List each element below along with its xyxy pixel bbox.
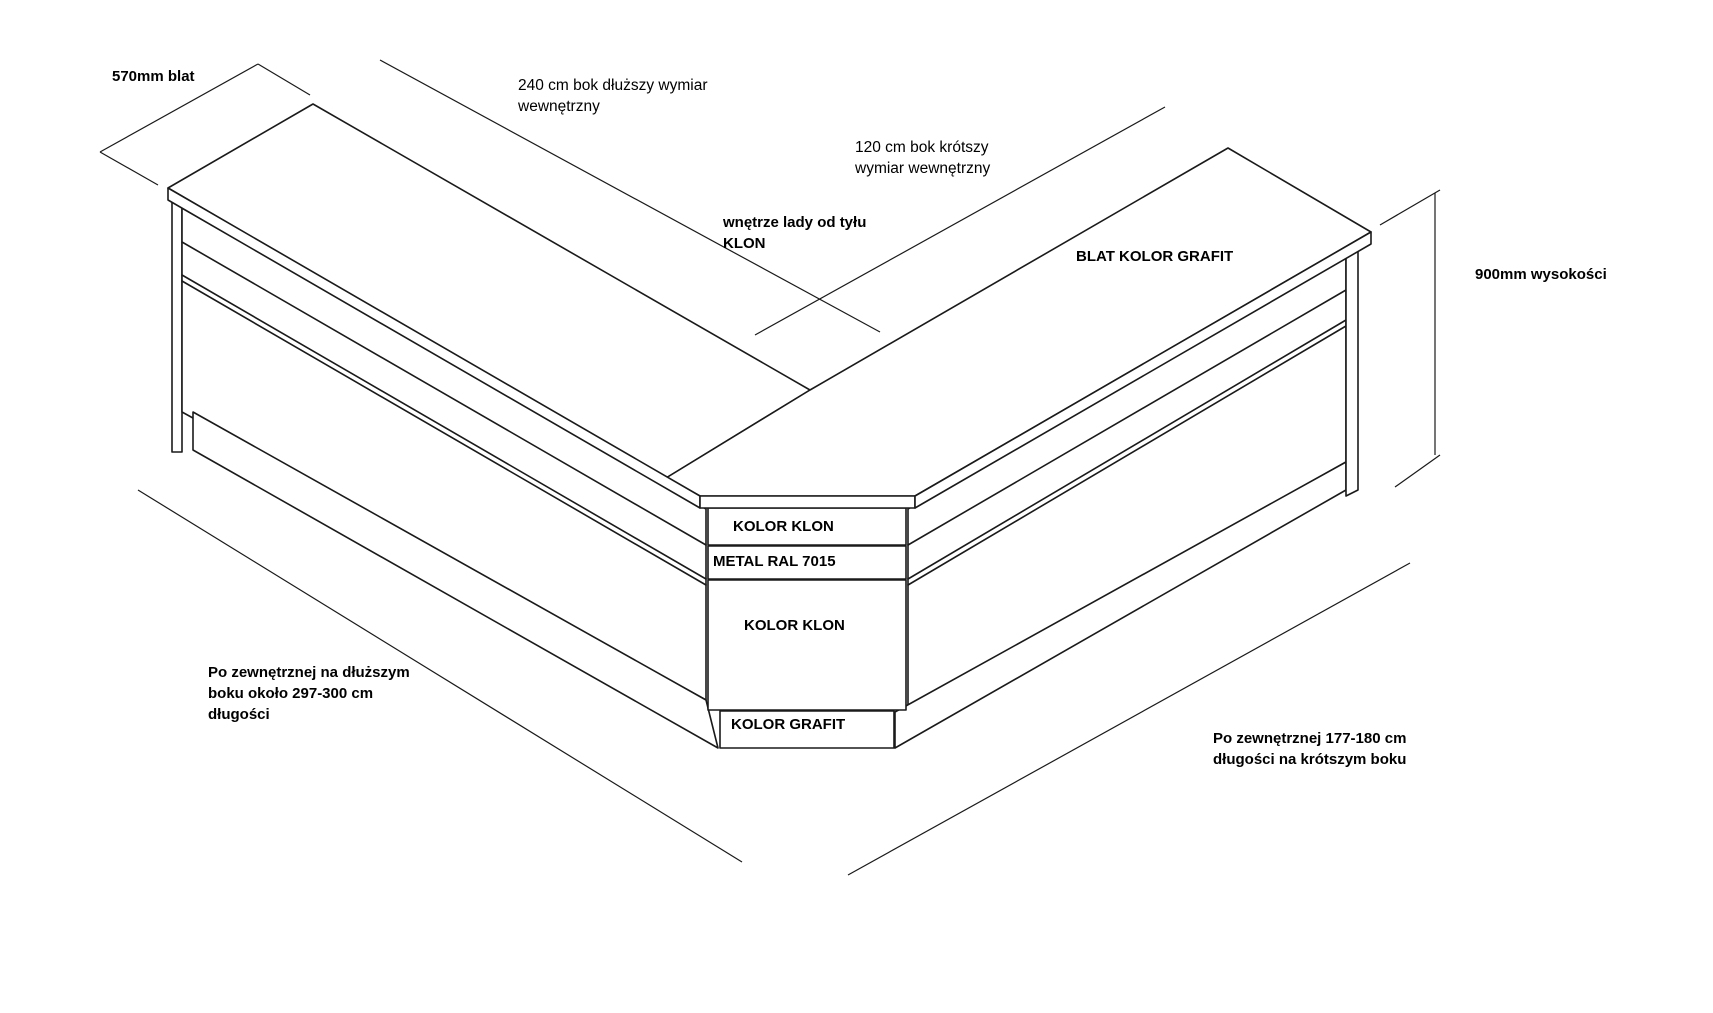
short-side-metal-strip-bottom	[907, 325, 1347, 586]
short-inner-dimension-line	[754, 106, 1166, 336]
long-inner-dimension-line	[379, 59, 881, 333]
left-side-end-panel	[171, 199, 183, 453]
front-metal-strip-label: METAL RAL 7015	[713, 553, 836, 570]
height-label: 900mm wysokości	[1475, 266, 1607, 283]
back-interior-line1: wnętrze lady od tyłu	[723, 214, 867, 231]
long-outer-dimension-line2: boku około 297-300 cm	[208, 685, 374, 702]
short-side-metal-strip-top	[907, 319, 1347, 580]
countertop-depth-extension-left	[99, 151, 159, 186]
long-side-upper-strip	[181, 241, 707, 546]
back-interior-line2: KLON	[723, 235, 766, 252]
corner-upper-panel	[707, 507, 907, 546]
height-extension-bottom	[1394, 454, 1441, 488]
long-inner-dimension-label: 240 cm bok dłuższy wymiar wewnętrzny	[518, 75, 708, 117]
short-outer-dimension-label: Po zewnętrznej 177-180 cm długości na kr…	[1213, 728, 1406, 770]
front-main-panel-label: KOLOR KLON	[744, 617, 845, 634]
height-extension-top	[1379, 189, 1441, 226]
right-side-end-panel	[1345, 243, 1359, 497]
long-side-plinth	[192, 411, 719, 749]
countertop-depth-label: 570mm blat	[112, 68, 195, 85]
dimension-lines	[99, 59, 1441, 876]
long-side-metal-strip-top	[181, 274, 707, 580]
long-outer-dimension-line3: długości	[208, 706, 270, 723]
short-inner-dimension-label: 120 cm bok krótszy wymiar wewnętrzny	[855, 137, 990, 179]
back-interior-label: wnętrze lady od tyłu KLON	[723, 212, 866, 254]
countertop-depth-extension-right	[257, 63, 311, 96]
short-side-upper-strip	[907, 289, 1347, 546]
short-inner-dimension-line1: 120 cm bok krótszy	[855, 139, 989, 156]
long-outer-dimension-line1: Po zewnętrznej na dłuższym	[208, 664, 410, 681]
countertop-color-label: BLAT KOLOR GRAFIT	[1076, 248, 1234, 265]
short-outer-dimension-line2: długości na krótszym boku	[1213, 751, 1407, 768]
long-inner-dimension-line2: wewnętrzny	[518, 98, 600, 115]
countertop-short-edge	[914, 231, 1372, 509]
corner-main-panel	[707, 579, 907, 711]
front-upper-panel-label: KOLOR KLON	[733, 518, 834, 535]
corner-plinth	[719, 710, 895, 749]
long-inner-dimension-line1: 240 cm bok dłuższy wymiar	[518, 77, 708, 94]
countertop	[167, 103, 1372, 509]
counter-body	[171, 199, 1359, 749]
short-inner-dimension-line2: wymiar wewnętrzny	[855, 160, 991, 177]
short-outer-dimension-line	[847, 562, 1411, 876]
front-plinth-label: KOLOR GRAFIT	[731, 716, 846, 733]
corner-metal-strip	[707, 545, 907, 580]
short-outer-dimension-line1: Po zewnętrznej 177-180 cm	[1213, 730, 1407, 747]
long-outer-dimension-label: Po zewnętrznej na dłuższym boku około 29…	[208, 662, 410, 725]
countertop-depth-dimension-line	[99, 63, 259, 153]
long-outer-dimension-line	[137, 489, 743, 863]
long-side-metal-strip-bottom	[181, 280, 707, 586]
countertop-corner-edge	[699, 495, 916, 509]
